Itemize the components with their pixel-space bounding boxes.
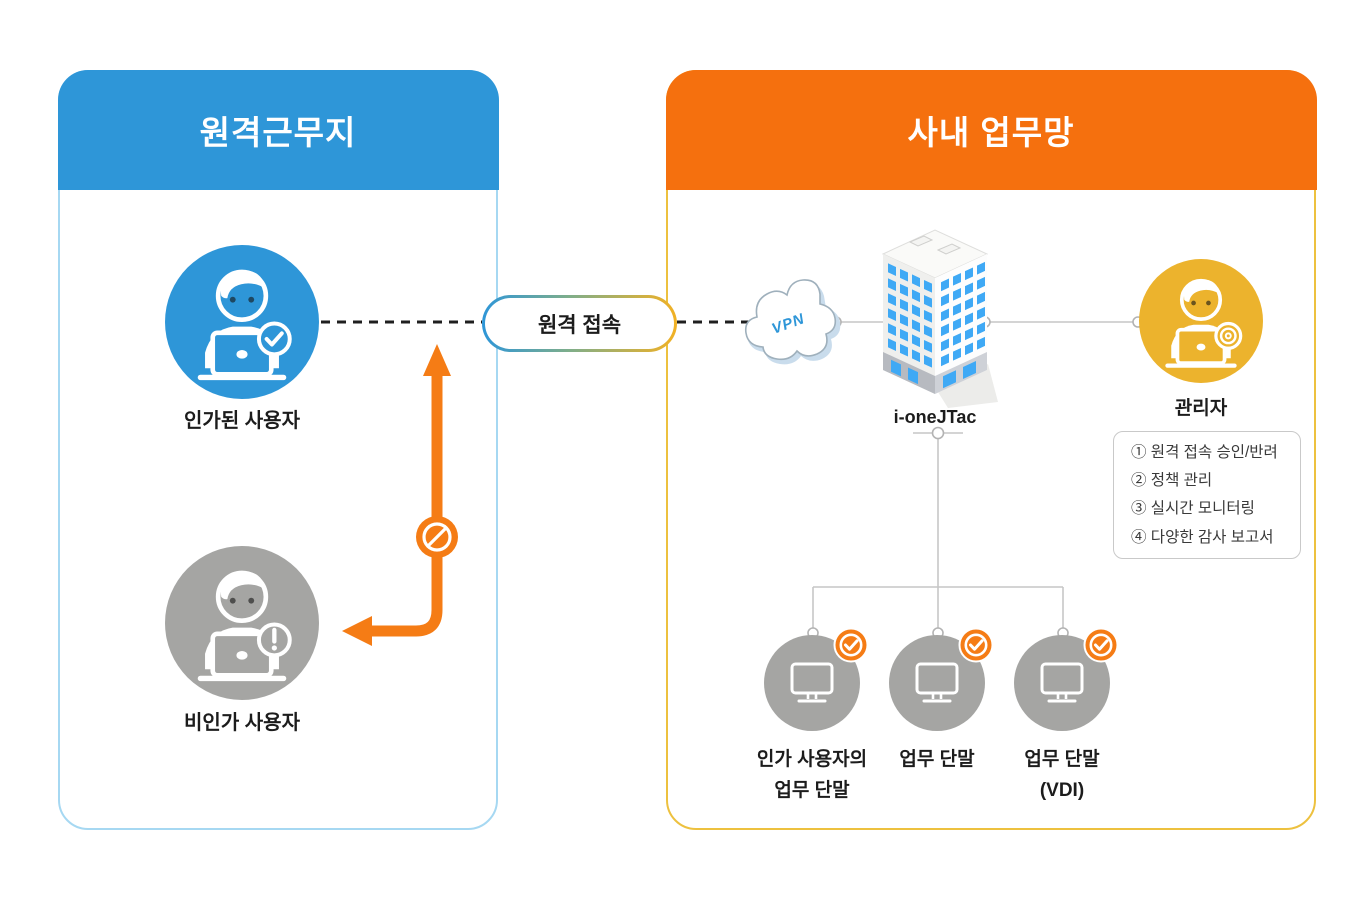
admin-function-3: ③ 실시간 모니터링 [1131, 500, 1255, 518]
terminal-1-icon [764, 627, 869, 731]
hair [220, 571, 266, 600]
hair [220, 270, 266, 299]
server-building-icon [881, 229, 998, 408]
admin-function-1: ① 원격 접속 승인/반려 [1131, 443, 1278, 461]
admin-function-2: ② 정책 관리 [1131, 472, 1213, 490]
unauthorized-user-icon [165, 546, 319, 700]
remote-worksite-header: 원격근무지 [57, 69, 499, 190]
building-windows-left [888, 263, 932, 385]
unauthorized-user-label: 비인가 사용자 [184, 712, 300, 734]
internal-network-title: 사내 업무망 [907, 113, 1075, 151]
admin-user-icon [1139, 259, 1263, 383]
check-badge-icon [256, 321, 292, 357]
building-windows-right [941, 261, 985, 389]
hair [1183, 279, 1220, 302]
vpn-cloud-icon: VPN [744, 279, 841, 365]
terminal-3-label: 업무 단말 (VDI) [1024, 749, 1100, 801]
check-badge-icon [958, 627, 994, 663]
check-badge-icon [1083, 627, 1119, 663]
remote-access-pill-label: 원격 접속 [485, 298, 674, 349]
internal-network-header: 사내 업무망 [665, 69, 1317, 190]
terminal-2-icon [889, 627, 994, 731]
terminal-1-label: 인가 사용자의 업무 단말 [756, 749, 868, 801]
admin-functions-box: ① 원격 접속 승인/반려 ② 정책 관리 ③ 실시간 모니터링 ④ 다양한 감… [1113, 431, 1301, 559]
warning-badge-icon [256, 622, 292, 658]
check-badge-icon [833, 627, 869, 663]
remote-access-pill: 원격 접속 [482, 295, 677, 352]
terminal-2-label: 업무 단말 [899, 749, 975, 770]
seal-badge-icon [1214, 321, 1243, 350]
terminal-3-icon [1014, 627, 1119, 731]
server-label: i-oneJTac [893, 407, 977, 427]
admin-label: 관리자 [1174, 398, 1228, 419]
authorized-user-label: 인가된 사용자 [184, 410, 300, 432]
authorized-user-icon [165, 245, 319, 399]
remote-worksite-title: 원격근무지 [199, 113, 357, 151]
admin-function-4: ④ 다양한 감사 보고서 [1131, 528, 1274, 546]
